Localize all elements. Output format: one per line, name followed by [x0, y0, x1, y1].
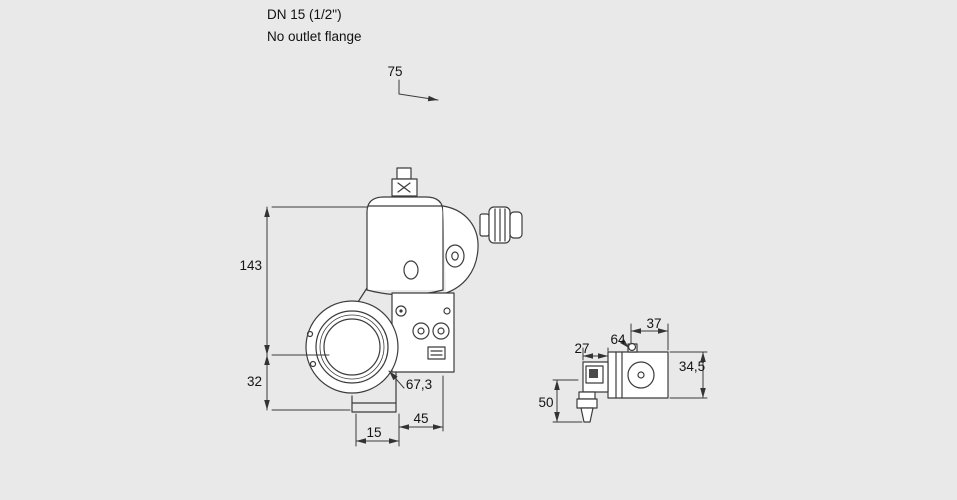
dim-label-side-height-body: 34,5: [679, 359, 705, 374]
dim-label-height-lower: 32: [247, 374, 262, 389]
dim-label-side-width-left-box: 27: [574, 341, 589, 356]
side-cable-gland: [576, 391, 598, 423]
cable-gland-part: [479, 206, 523, 244]
side-view-valve: [576, 342, 669, 423]
dim-label-top-width: 75: [387, 64, 402, 79]
front-view-dimensions: [264, 79, 444, 447]
pressure-test-points: [395, 305, 451, 340]
valve-foot: [351, 371, 397, 413]
actuator-cylinder: [366, 196, 444, 291]
sight-opening: [403, 260, 419, 280]
dim-label-bottom-total: 67,3: [406, 377, 432, 392]
dim-label-side-width-right: 37: [646, 316, 661, 331]
top-screw: [627, 342, 637, 352]
solenoid-connector-box: [582, 361, 609, 393]
drawing-title: DN 15 (1/2"): [267, 7, 342, 22]
inlet-flange: [305, 300, 399, 394]
dim-label-side-width-total: 64: [610, 332, 626, 347]
dim-label-bottom-width: 45: [413, 411, 428, 426]
front-view-valve: [305, 167, 523, 413]
side-view-dimensions: [552, 323, 708, 423]
drawing-header: DN 15 (1/2") No outlet flange: [267, 4, 362, 48]
actuator-housing: [442, 205, 479, 294]
dim-label-bottom-offset: 15: [366, 425, 381, 440]
type-plate: [427, 346, 446, 360]
adjustment-knob: [391, 167, 418, 197]
dim-label-side-height-total: 50: [538, 395, 553, 410]
dim-label-height-upper: 143: [239, 258, 262, 273]
drawing-subtitle: No outlet flange: [267, 29, 362, 44]
